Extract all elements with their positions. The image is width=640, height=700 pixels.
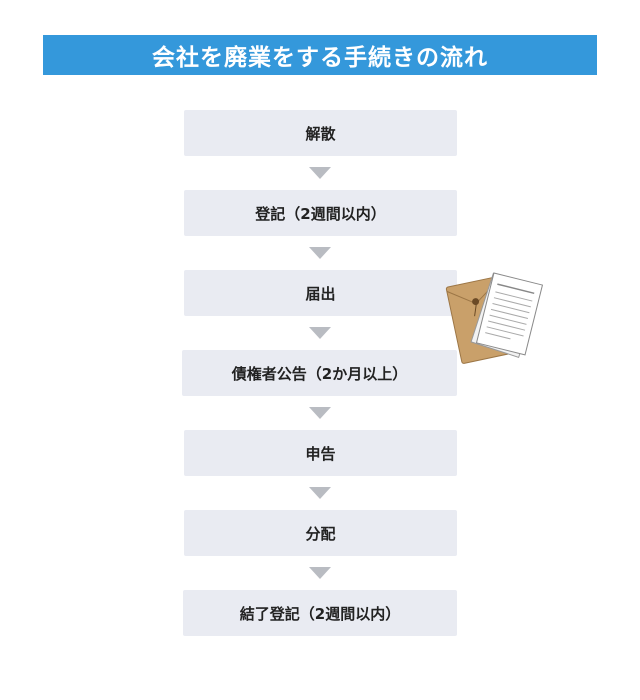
step-label: 解散 bbox=[305, 124, 336, 143]
down-arrow-icon bbox=[309, 247, 331, 259]
step-dissolution: 解散 bbox=[184, 110, 457, 156]
step-label: 分配 bbox=[305, 524, 336, 543]
step-label: 登記（2週間以内） bbox=[255, 204, 386, 223]
step-label: 申告 bbox=[305, 444, 336, 463]
step-label: 結了登記（2週間以内） bbox=[239, 604, 401, 623]
step-creditor-notice: 債権者公告（2か月以上） bbox=[182, 350, 457, 396]
step-final-registration: 結了登記（2週間以内） bbox=[183, 590, 457, 636]
down-arrow-icon bbox=[309, 407, 331, 419]
step-label: 届出 bbox=[305, 284, 336, 303]
step-label: 債権者公告（2か月以上） bbox=[231, 364, 408, 383]
step-distribution: 分配 bbox=[184, 510, 457, 556]
step-registration: 登記（2週間以内） bbox=[184, 190, 457, 236]
step-notification: 届出 bbox=[184, 270, 457, 316]
step-tax-filing: 申告 bbox=[184, 430, 457, 476]
envelope-and-documents-icon bbox=[445, 272, 544, 364]
down-arrow-icon bbox=[309, 167, 331, 179]
down-arrow-icon bbox=[309, 487, 331, 499]
down-arrow-icon bbox=[309, 567, 331, 579]
title-banner: 会社を廃業をする手続きの流れ bbox=[43, 35, 597, 75]
page-title: 会社を廃業をする手続きの流れ bbox=[152, 45, 488, 71]
down-arrow-icon bbox=[309, 327, 331, 339]
